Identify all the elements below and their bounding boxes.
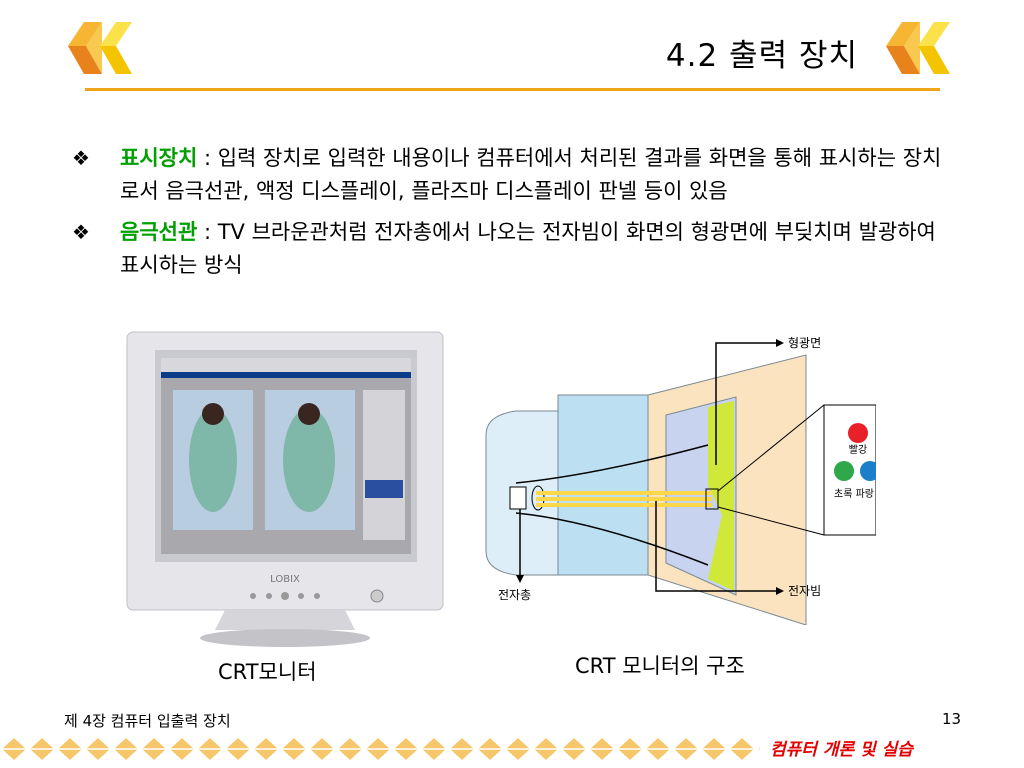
title-divider — [85, 88, 940, 91]
definition-text: : TV 브라운관처럼 전자총에서 나오는 전자빔이 화면의 형광면에 부딪치며… — [120, 220, 936, 277]
footer-chapter: 제 4장 컴퓨터 입출력 장치 — [64, 712, 231, 730]
list-item: ❖ 표시장치 : 입력 장치로 입력한 내용이나 컴퓨터에서 처리된 결과를 화… — [72, 142, 972, 208]
blue-phosphor-dot — [860, 461, 876, 481]
cube-logo-icon — [68, 22, 132, 74]
diamond-band-decoration — [0, 736, 760, 762]
definition-text: : 입력 장치로 입력한 내용이나 컴퓨터에서 처리된 결과를 화면을 통해 표… — [120, 146, 942, 203]
crt-monitor-image: LOBIX — [126, 331, 444, 647]
green-blue-label: 초록 파랑 — [834, 488, 874, 500]
course-name: 컴퓨터 개론 및 실습 — [770, 740, 913, 760]
monitor-brand: LOBIX — [270, 574, 300, 585]
monitor-caption: CRT모니터 — [218, 660, 317, 684]
diamond-bullet-icon: ❖ — [72, 220, 90, 244]
green-phosphor-dot — [834, 461, 854, 481]
crt-structure-diagram: 빨강 초록 파랑 형광면 전자총 전자빔 — [485, 336, 876, 625]
term-display-device: 표시장치 — [120, 146, 198, 170]
page-number: 13 — [942, 710, 962, 728]
diamond-bullet-icon: ❖ — [72, 146, 90, 170]
cube-logo-icon — [886, 22, 950, 74]
red-phosphor-dot — [848, 423, 868, 443]
beam-label: 전자빔 — [788, 584, 821, 598]
list-item: ❖ 음극선관 : TV 브라운관처럼 전자총에서 나오는 전자빔이 화면의 형광… — [72, 216, 972, 282]
gun-label: 전자총 — [498, 588, 531, 602]
page-title: 4.2 출력 장치 — [665, 38, 858, 74]
screen-label: 형광면 — [788, 336, 821, 350]
crt-caption: CRT 모니터의 구조 — [575, 654, 745, 678]
red-label: 빨강 — [849, 444, 867, 456]
bullet-list: ❖ 표시장치 : 입력 장치로 입력한 내용이나 컴퓨터에서 처리된 결과를 화… — [72, 142, 972, 290]
term-crt: 음극선관 — [120, 220, 198, 244]
